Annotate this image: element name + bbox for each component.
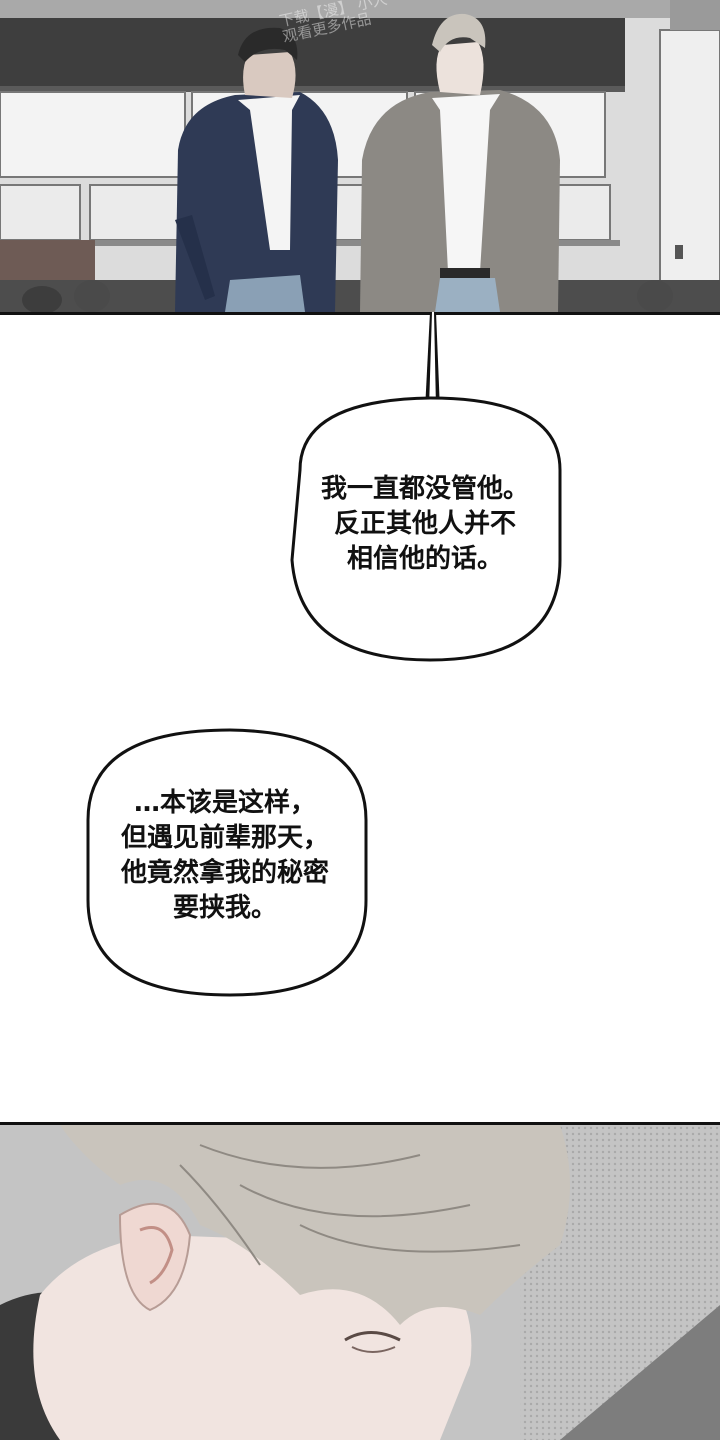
speech-bubble-2-text: …本该是这样， 但遇见前辈那天， 他竟然拿我的秘密 要挟我。 <box>100 786 350 926</box>
bottom-panel-closeup <box>0 1122 720 1440</box>
classroom-illustration <box>0 0 720 312</box>
bubble-2-line-1: …本该是这样， <box>133 788 316 818</box>
bubble-1-line-1: 我一直都没管他。 <box>320 474 529 504</box>
speech-bubble-1-text: 我一直都没管他。 反正其他人并不 相信他的话。 <box>300 472 550 577</box>
closeup-illustration <box>0 1125 720 1440</box>
bubble-2-line-3: 他竟然拿我的秘密 <box>120 858 329 888</box>
speech-bubble-2 <box>86 728 368 997</box>
bubble-1-line-3: 相信他的话。 <box>346 544 503 574</box>
bubble-2-line-4: 要挟我。 <box>172 893 277 923</box>
top-panel-classroom-scene: 下载【漫】 小人 观看更多作品 <box>0 0 720 315</box>
speech-bubbles-layer <box>86 312 562 997</box>
bubble-1-line-2: 反正其他人并不 <box>333 509 516 539</box>
bubble-2-line-2: 但遇见前辈那天， <box>120 823 329 853</box>
speech-bubble-1 <box>290 396 562 662</box>
